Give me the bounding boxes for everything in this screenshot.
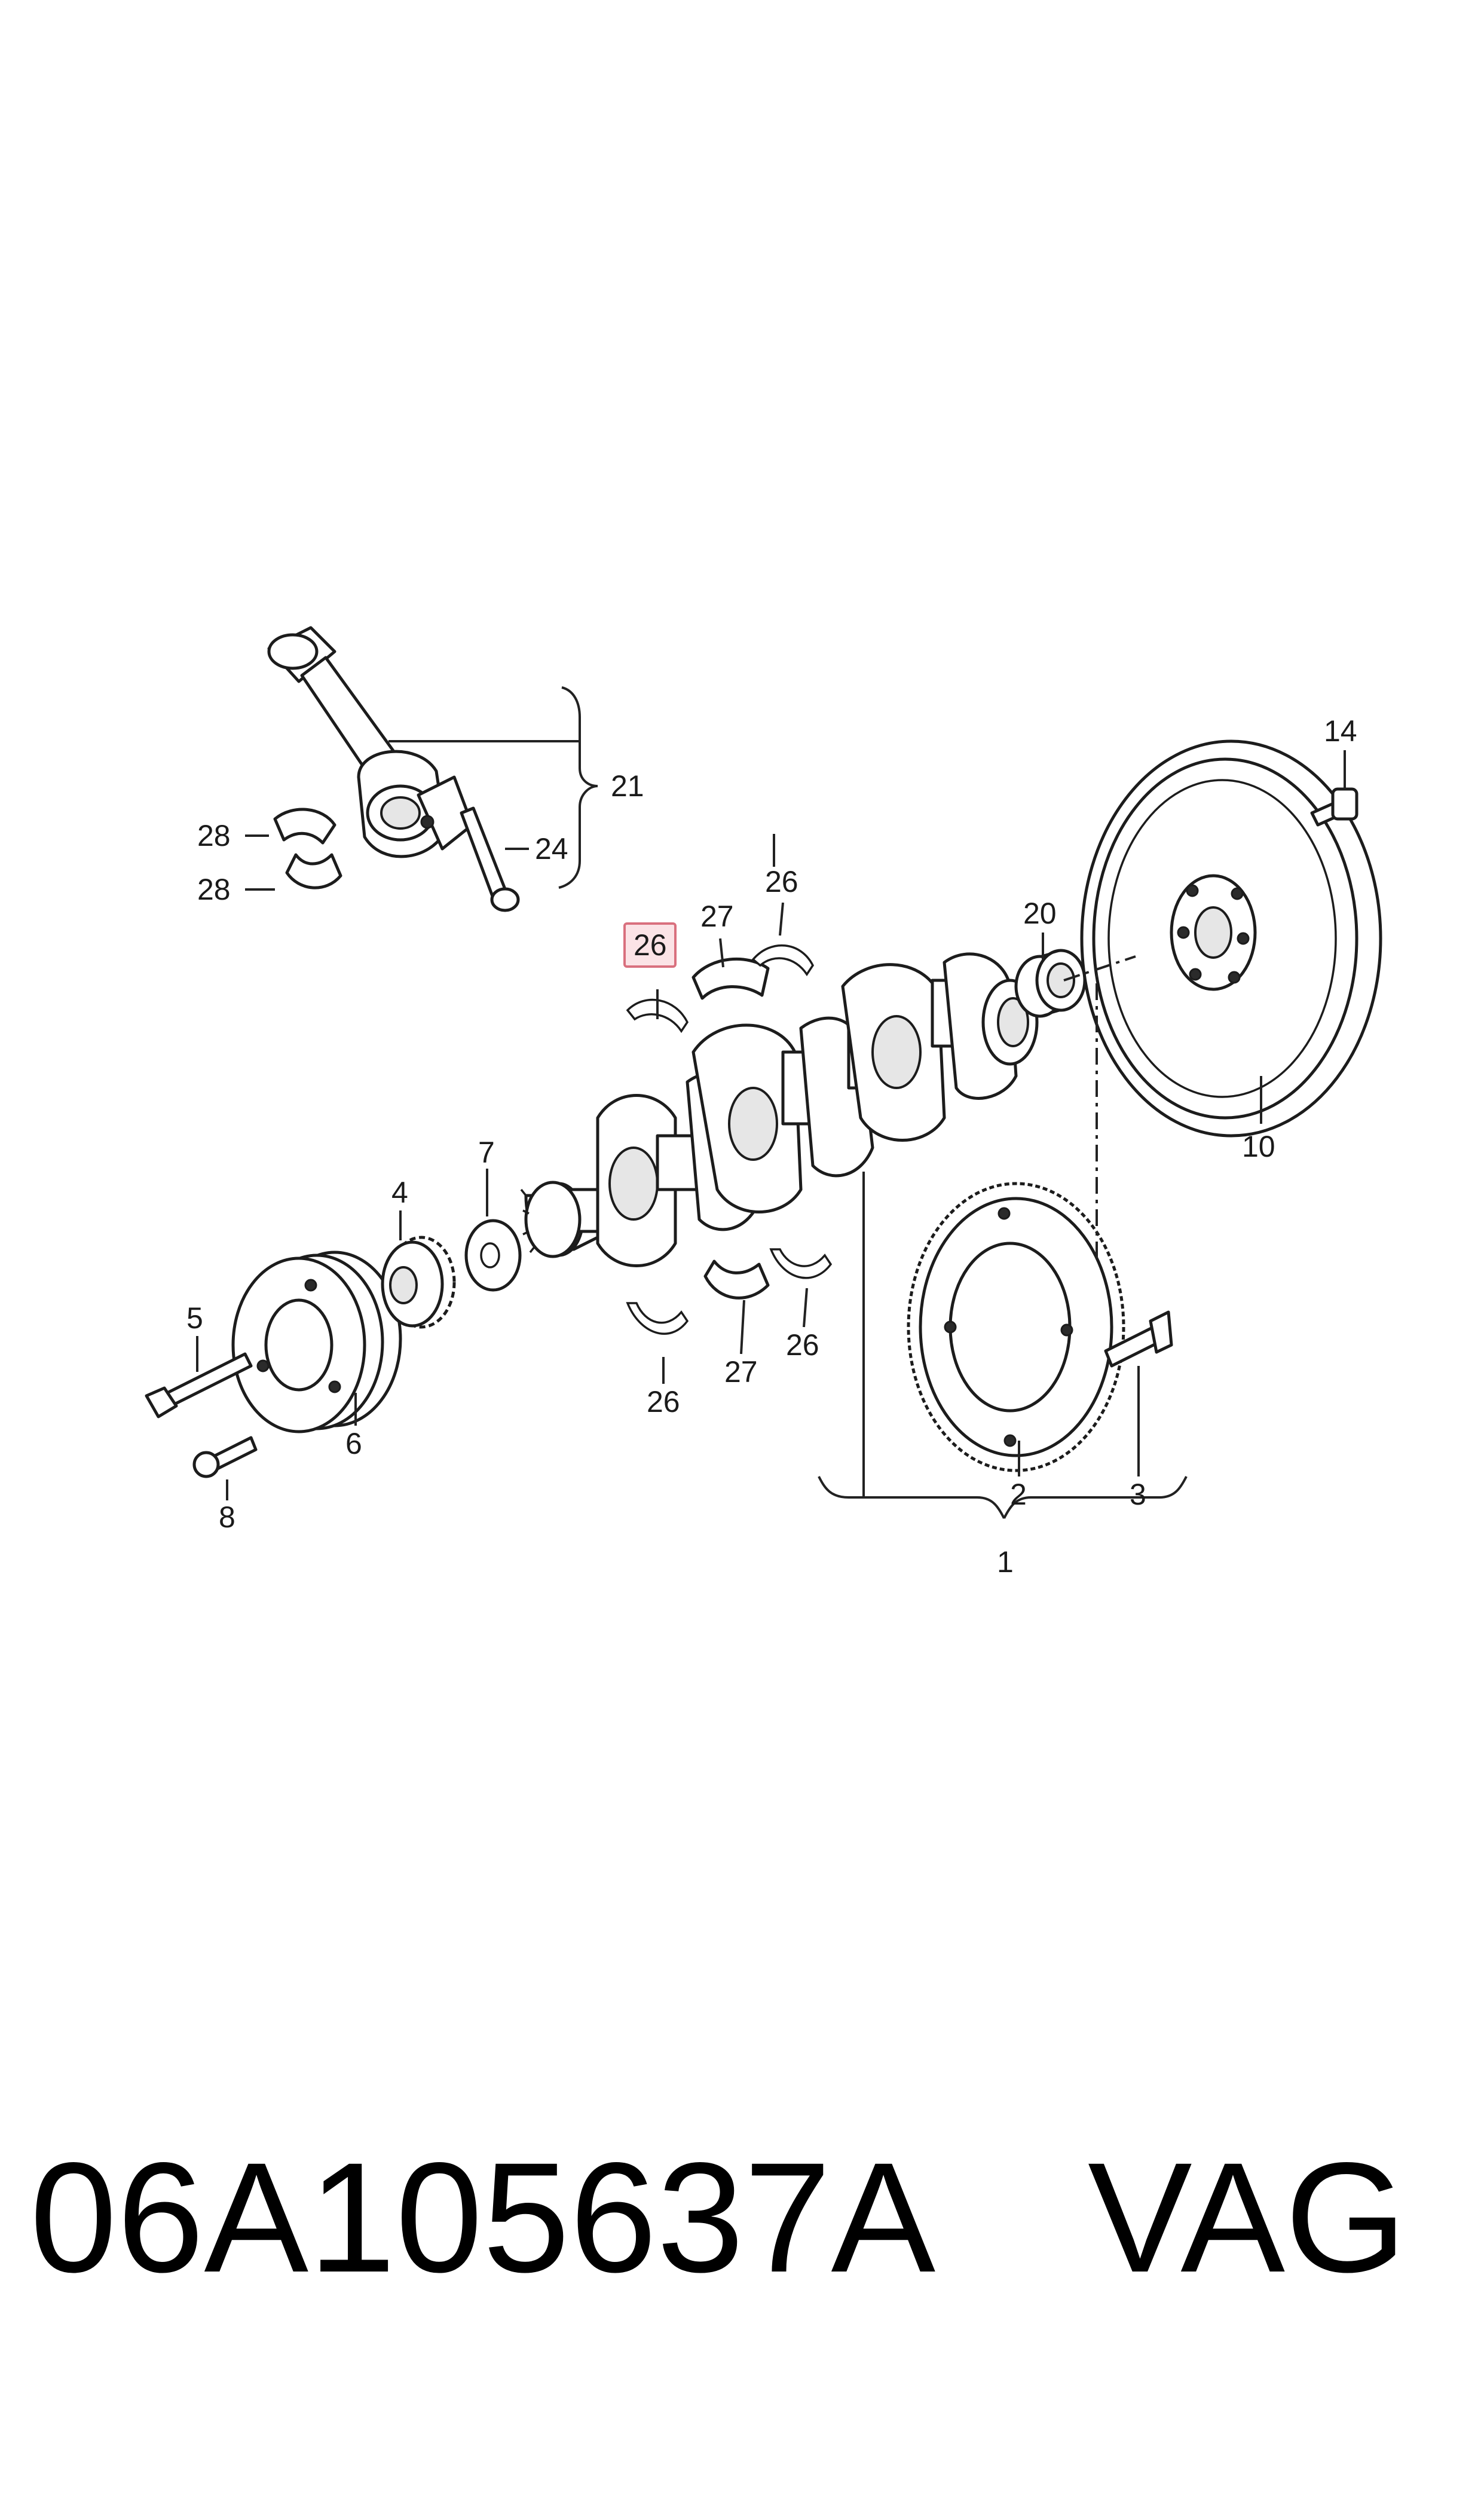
thrust-washer-lower-a — [626, 1302, 689, 1335]
belt-pulley — [231, 1251, 402, 1433]
conrod-bearing-shell-upper — [273, 808, 336, 845]
callout-27-lower: 27 — [724, 1355, 758, 1389]
callout-4: 4 — [391, 1176, 408, 1209]
brand-name: VAG — [1088, 2130, 1407, 2305]
drive-plate-bolt — [1104, 1310, 1173, 1368]
pulley-bolt — [192, 1436, 258, 1478]
callout-2: 2 — [1010, 1478, 1027, 1511]
callout-26-highlighted: 26 — [634, 928, 667, 962]
callout-26-upper: 26 — [765, 865, 798, 898]
callout-26-lower-right: 26 — [786, 1328, 819, 1362]
thrust-washer-upper-a — [626, 998, 689, 1034]
callout-7: 7 — [478, 1136, 495, 1169]
part-number: 06A105637A — [30, 2130, 936, 2305]
main-bearing-shell-lower — [703, 1259, 770, 1300]
thrust-washer — [464, 1219, 522, 1292]
callout-27-upper: 27 — [700, 900, 734, 933]
drive-plate — [907, 1182, 1125, 1472]
main-bearing-shell-upper — [691, 957, 770, 1000]
callout-21: 21 — [611, 769, 644, 803]
callout-1: 1 — [997, 1545, 1014, 1579]
conrod-bolt — [460, 806, 520, 912]
thrust-washer-upper-b — [751, 944, 815, 977]
conrod-bearing-shell-lower — [285, 853, 342, 889]
callout-3: 3 — [1130, 1478, 1146, 1511]
callout-28-lower: 28 — [197, 873, 231, 906]
connecting-rod — [267, 626, 474, 858]
needle-bearing — [1014, 949, 1087, 1018]
crank-sprocket — [381, 1236, 456, 1329]
callout-10: 10 — [1242, 1130, 1275, 1163]
callout-28-upper: 28 — [197, 819, 231, 852]
callout-26-lower-left: 26 — [647, 1385, 680, 1419]
pulley-center-bolt — [145, 1352, 253, 1419]
crank-timing-gear — [520, 1181, 582, 1258]
flywheel — [1080, 739, 1382, 1138]
thrust-washer-lower-b — [769, 1248, 833, 1279]
callout-5: 5 — [186, 1301, 203, 1335]
flywheel-bolt — [1310, 787, 1358, 827]
highlighted-callout-box — [623, 922, 677, 968]
callout-8: 8 — [219, 1500, 235, 1534]
callout-24: 24 — [535, 832, 568, 866]
callout-14: 14 — [1324, 714, 1357, 748]
callout-20: 20 — [1023, 897, 1057, 930]
callout-6: 6 — [345, 1427, 362, 1460]
